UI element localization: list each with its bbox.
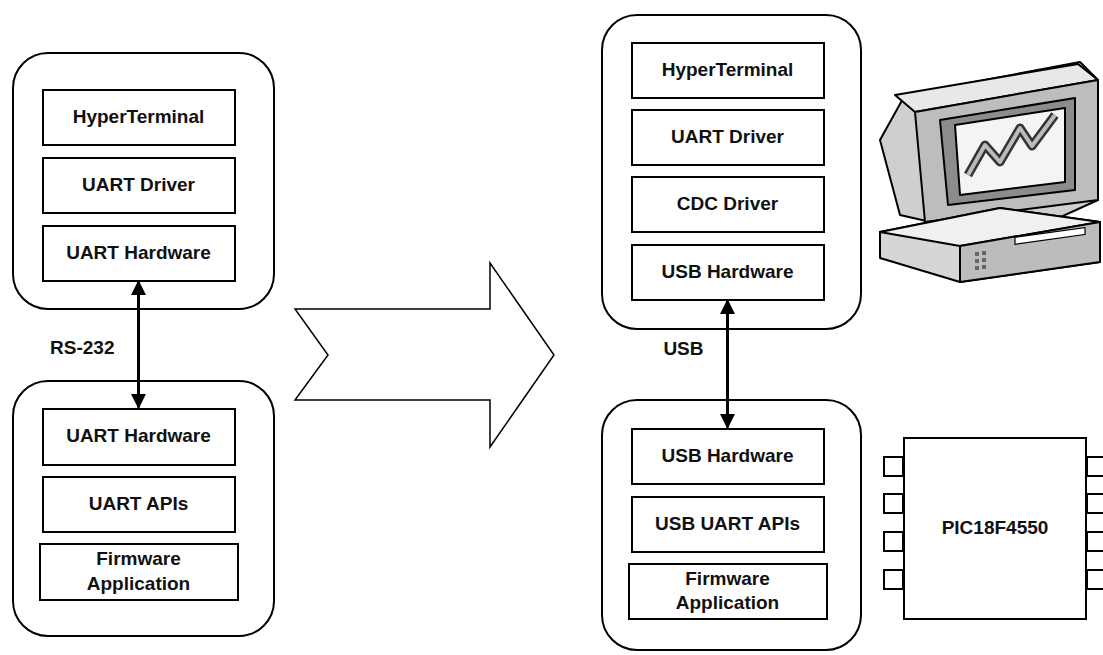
box-label: HyperTerminal <box>658 58 798 83</box>
box-label: USB UART APIs <box>651 512 804 537</box>
layer-group: UART HardwareUART APIsFirmware Applicati… <box>12 380 275 637</box>
link-label: RS-232 <box>48 337 116 359</box>
link-label: USB <box>661 338 705 360</box>
box-label: UART APIs <box>85 492 193 517</box>
chip-label: PIC18F4550 <box>938 516 1053 541</box>
box-label: UART Driver <box>78 173 199 198</box>
link-arrow <box>137 282 140 408</box>
box-label: UART Hardware <box>62 424 215 449</box>
layer-group: USB HardwareUSB UART APIsFirmware Applic… <box>601 399 862 651</box>
link-arrow <box>726 301 729 428</box>
layer-group: HyperTerminalUART DriverCDC DriverUSB Ha… <box>601 14 862 330</box>
transition-arrow <box>295 263 554 447</box>
computer-vents <box>975 251 986 270</box>
layer-box: USB Hardware <box>631 428 825 485</box>
box-label: HyperTerminal <box>69 105 209 130</box>
layer-box: HyperTerminal <box>631 42 825 99</box>
layer-box: UART Driver <box>631 109 825 166</box>
box-label: Firmware Application <box>630 567 826 616</box>
box-label: Firmware Application <box>41 547 237 596</box>
box-label: USB Hardware <box>658 260 798 285</box>
box-label: UART Driver <box>667 125 788 150</box>
computer-illustration <box>880 62 1100 282</box>
layer-box: CDC Driver <box>631 176 825 233</box>
layer-box: UART Hardware <box>42 225 236 282</box>
box-label: CDC Driver <box>673 192 782 217</box>
layer-box: HyperTerminal <box>42 89 236 146</box>
layer-box: USB UART APIs <box>631 496 825 553</box>
layer-box: UART Driver <box>42 157 236 214</box>
box-label: USB Hardware <box>658 444 798 469</box>
layer-box: Firmware Application <box>628 563 828 620</box>
layer-box: UART APIs <box>42 476 236 533</box>
layer-box: USB Hardware <box>631 244 825 301</box>
layer-box: UART Hardware <box>42 408 236 466</box>
box-label: UART Hardware <box>62 241 215 266</box>
chip-body: PIC18F4550 <box>903 437 1087 620</box>
layer-box: Firmware Application <box>39 543 239 601</box>
layer-group: HyperTerminalUART DriverUART Hardware <box>12 52 275 310</box>
